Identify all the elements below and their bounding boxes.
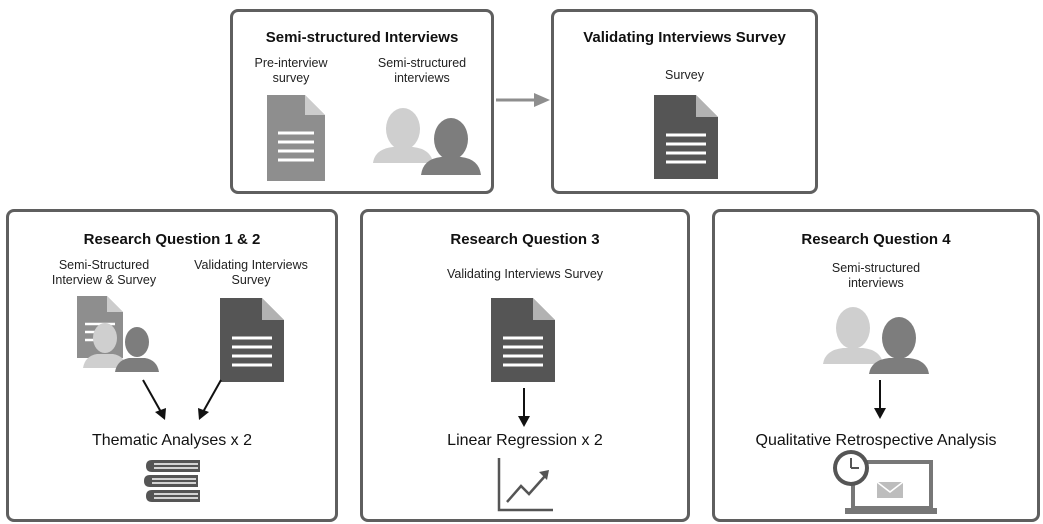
- people-icon: [373, 108, 481, 175]
- clock-laptop-icon: [833, 450, 937, 514]
- box-title: Semi-structured Interviews: [265, 29, 459, 46]
- people-icon: [823, 307, 929, 374]
- document-icon: [267, 95, 325, 181]
- linear-regression-label: Linear Regression x 2: [447, 432, 603, 449]
- document-icon: [220, 298, 284, 382]
- validating-interviews-survey-label: Validating Interviews Survey: [446, 267, 604, 281]
- box-title: Research Question 1 & 2: [83, 231, 261, 248]
- converge-arrows-icon: [142, 379, 222, 420]
- thematic-analyses-label: Thematic Analyses x 2: [91, 432, 253, 449]
- semi-structured-interviews-box: Semi-structured Interviews Pre-interview…: [230, 9, 494, 194]
- research-question-3-box: Research Question 3 Validating Interview…: [360, 209, 690, 522]
- document-icon: [491, 298, 555, 382]
- books-icon: [144, 460, 200, 502]
- flow-arrow-icon: [496, 93, 550, 107]
- down-arrow-icon: [874, 380, 886, 419]
- validating-interviews-survey-box: Validating Interviews Survey Survey: [551, 9, 818, 194]
- line-chart-icon: [497, 458, 553, 512]
- document-icon: [654, 95, 718, 179]
- survey-label: Survey: [665, 68, 704, 82]
- qualitative-retrospective-analysis-label: Qualitative Retrospective Analysis: [755, 432, 997, 449]
- box-title: Research Question 3: [450, 231, 600, 248]
- down-arrow-icon: [518, 388, 530, 427]
- box-title: Validating Interviews Survey: [583, 29, 786, 46]
- box-title: Research Question 4: [801, 231, 951, 248]
- interview-survey-icon: [77, 296, 159, 372]
